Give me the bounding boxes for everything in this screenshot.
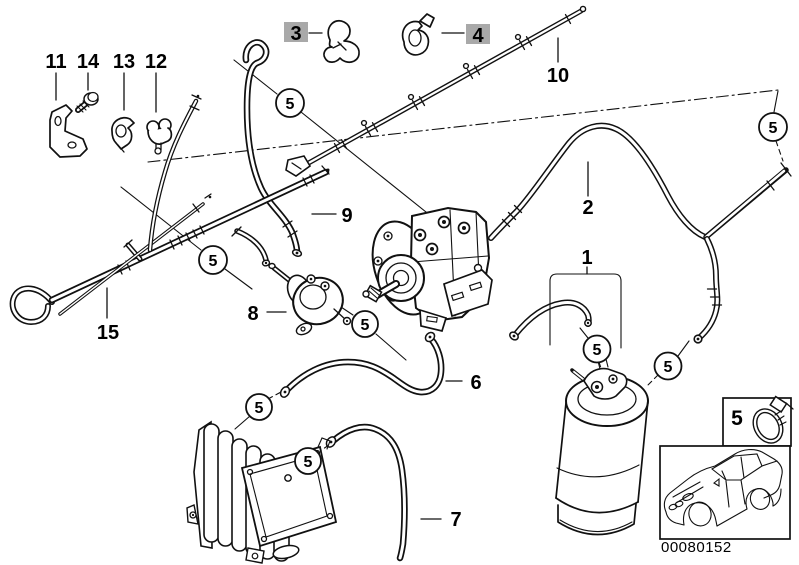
hose-6-drawing [279, 331, 445, 398]
clamp-holder-icon [111, 116, 135, 153]
clamp-callout-label[interactable]: 5 [304, 454, 313, 471]
clamp-callout-5-b[interactable]: 5 [198, 245, 228, 275]
part-label-4-group[interactable]: 4 [466, 24, 490, 47]
spring-clip-icon [323, 19, 360, 64]
label-leader-lines [55, 32, 589, 520]
part-label-7[interactable]: 7 [450, 509, 461, 531]
clamp-callout-label[interactable]: 5 [769, 120, 778, 137]
hose-7-drawing [325, 423, 408, 562]
part-label-10[interactable]: 10 [547, 65, 569, 87]
part-label-8[interactable]: 8 [247, 303, 258, 325]
screw-icon [75, 91, 99, 113]
clip-holder-icon [146, 118, 173, 155]
part-label-3[interactable]: 3 [290, 23, 301, 45]
fuel-filter-drawing [555, 358, 649, 536]
part-label-3-highlight [284, 22, 308, 42]
clamp-callout-label[interactable]: 5 [286, 96, 295, 113]
clamp-callout-label[interactable]: 5 [361, 317, 370, 334]
assembly-axis-line [147, 89, 779, 163]
bracket-icon [49, 104, 88, 158]
hose-2-drawing [488, 122, 792, 344]
rail-end-fitting [285, 155, 312, 177]
hose-1-drawing [509, 273, 622, 349]
clamp-callout-5-a[interactable]: 5 [275, 88, 305, 118]
rail-fittings [333, 13, 572, 154]
part-label-13[interactable]: 13 [113, 51, 135, 73]
fuel-rail-drawing [285, 5, 587, 177]
clamp-callout-5-g[interactable]: 5 [653, 351, 683, 381]
clamp-callout-label[interactable]: 5 [664, 359, 673, 376]
part-label-4[interactable]: 4 [472, 25, 484, 47]
part-1-bracket [549, 273, 622, 349]
part-label-6[interactable]: 6 [470, 372, 481, 394]
pump-bracket [442, 269, 493, 318]
clamp-callout-5-e[interactable]: 5 [294, 447, 322, 475]
tube-assembly-15-drawing [9, 94, 330, 325]
part-label-11[interactable]: 11 [45, 51, 66, 73]
image-code: 00080152 [661, 539, 732, 556]
clamp-callout-label[interactable]: 5 [209, 253, 218, 270]
injection-pump-drawing [362, 206, 493, 333]
clamp-callout-5-d[interactable]: 5 [245, 393, 273, 421]
part-label-12[interactable]: 12 [145, 51, 167, 73]
clamp-callout-5-f[interactable]: 5 [582, 334, 612, 364]
part-label-14[interactable]: 14 [77, 51, 100, 73]
clamp-legend-inset: 5 [722, 395, 794, 447]
fuel-cooler-drawing [186, 420, 338, 564]
clamp-callout-label[interactable]: 5 [255, 400, 264, 417]
part-label-3-group[interactable]: 3 [284, 22, 308, 45]
valve-8-drawing [268, 262, 352, 336]
hose-clip-icon [401, 13, 435, 56]
car-inset: 00080152 [659, 445, 791, 556]
car-silhouette-icon [663, 449, 783, 527]
part-label-2[interactable]: 2 [582, 197, 593, 219]
clamp-callout-5-c[interactable]: 5 [351, 310, 379, 338]
hose-clamp-icon [752, 395, 794, 444]
part-label-15[interactable]: 15 [97, 322, 119, 344]
part-label-4-highlight [466, 24, 490, 44]
hose-9-drawing [242, 39, 303, 257]
clamp-legend-label[interactable]: 5 [731, 407, 743, 430]
part-label-1[interactable]: 1 [581, 247, 592, 269]
clamp-callout-5-h[interactable]: 5 [758, 112, 788, 142]
clamp-callout-label[interactable]: 5 [593, 342, 602, 359]
part-label-9[interactable]: 9 [341, 205, 352, 227]
